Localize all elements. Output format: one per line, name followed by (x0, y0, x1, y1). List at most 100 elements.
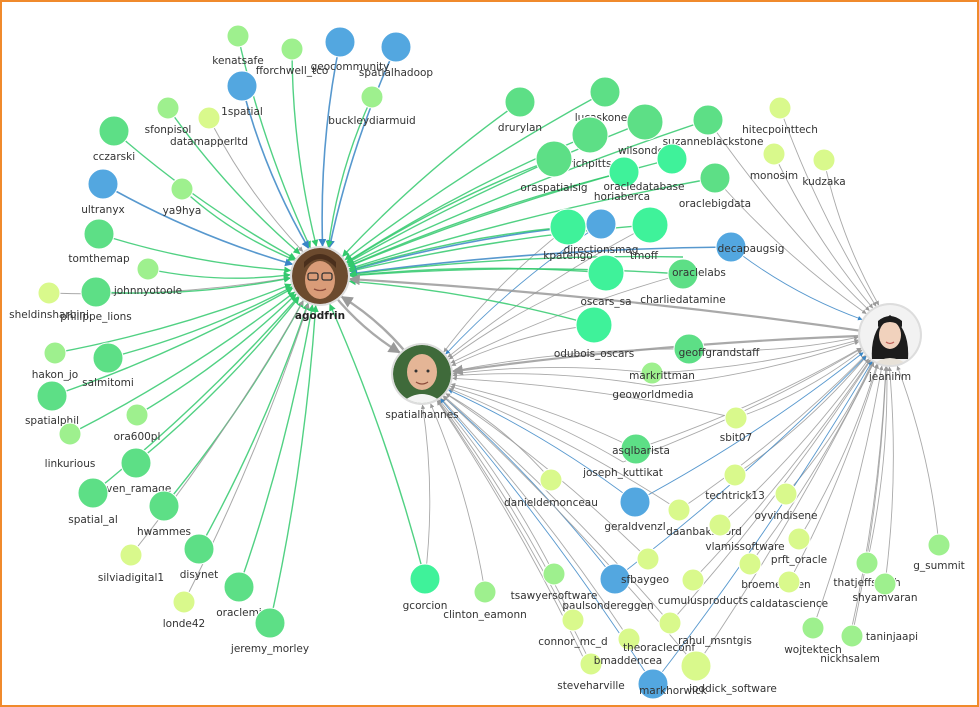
node-spatialphil[interactable] (36, 380, 68, 412)
node-1spatial[interactable] (226, 70, 258, 102)
node-sbit07[interactable] (724, 406, 748, 430)
node-lucaskone[interactable] (589, 76, 621, 108)
node-shyamvaran[interactable] (873, 572, 897, 596)
node-geocommunity[interactable] (324, 26, 356, 58)
edge-1spatial-agodfrin (241, 85, 310, 249)
node-label-sbit07: sbit07 (720, 432, 753, 444)
hub-agodfrin[interactable] (290, 246, 350, 306)
node-jeremy_morley[interactable] (254, 607, 286, 639)
node-hakon_jo[interactable] (43, 341, 67, 365)
edge-asqlbarista-jeanihm (635, 347, 862, 450)
node-odubois_oscars[interactable] (575, 306, 613, 344)
node-fforchwell_tco[interactable] (280, 37, 304, 61)
node-connor_mc_d[interactable] (561, 608, 585, 632)
node-suzanneblackstone[interactable] (692, 104, 724, 136)
node-prft_oracle[interactable] (787, 527, 811, 551)
node-techtrick13[interactable] (723, 463, 747, 487)
node-sheldinsharbini[interactable] (37, 281, 61, 305)
node-rahul_msntgis[interactable] (658, 611, 682, 635)
node-drurylan[interactable] (504, 86, 536, 118)
node-spatialhadoop[interactable] (380, 31, 412, 63)
node-label-geraldvenzl: geraldvenzl (604, 521, 665, 533)
node-horiaberca[interactable] (656, 143, 688, 175)
node-tomthemap[interactable] (83, 218, 115, 250)
node-tmoff[interactable] (631, 206, 669, 244)
node-wojtektech[interactable] (801, 616, 825, 640)
node-salmitomi[interactable] (92, 342, 124, 374)
node-spatial_al[interactable] (77, 477, 109, 509)
node-daanbakboord[interactable] (667, 498, 691, 522)
edge-charliedatamine-spatialhannes (450, 273, 684, 364)
node-wilsonde[interactable] (626, 103, 664, 141)
node-sfbaygeo[interactable] (599, 563, 631, 595)
node-asqlbarista[interactable] (620, 433, 652, 465)
node-cczarski[interactable] (98, 115, 130, 147)
node-label-philippe_lions: philippe_lions (60, 311, 132, 323)
hub-spatialhannes[interactable] (391, 343, 453, 405)
node-kpatengo[interactable] (549, 208, 587, 246)
node-philippe_lions[interactable] (80, 276, 112, 308)
node-g_summit[interactable] (927, 533, 951, 557)
node-paulsondereggen[interactable] (636, 547, 660, 571)
edge-geocommunity-agodfrin (318, 41, 341, 247)
node-theoracleconf[interactable] (617, 627, 641, 651)
edge-buckleydiarmuid-agodfrin (325, 96, 373, 248)
node-danieldemonceau[interactable] (539, 468, 563, 492)
node-taninjaapi[interactable] (840, 624, 864, 648)
node-label-drurylan: drurylan (498, 122, 542, 134)
node-label-markrittman: markrittman (629, 370, 695, 382)
node-directionsmag[interactable] (585, 208, 617, 240)
node-monosim[interactable] (762, 142, 786, 166)
node-linkurious[interactable] (58, 422, 82, 446)
node-tsawyersoftware[interactable] (542, 562, 566, 586)
node-richpitts[interactable] (571, 116, 609, 154)
node-ioddick_software[interactable] (680, 650, 712, 682)
hub-jeanihm[interactable] (858, 303, 922, 367)
node-label-londe42: londe42 (163, 618, 205, 630)
node-oraclemi[interactable] (223, 571, 255, 603)
node-markhorwick[interactable] (637, 668, 669, 700)
node-geraldvenzl[interactable] (619, 486, 651, 518)
node-sven_ramage[interactable] (120, 447, 152, 479)
edge-sfbaygeo-spatialhannes (442, 396, 616, 580)
node-johnnyotoole[interactable] (136, 257, 160, 281)
node-cumulusproducts[interactable] (681, 568, 705, 592)
node-clinton_eamonn[interactable] (473, 580, 497, 604)
node-vlamissoftware[interactable] (708, 513, 732, 537)
node-label-rahul_msntgis: rahul_msntgis (678, 635, 752, 647)
node-gcorcion[interactable] (409, 563, 441, 595)
node-thatjeffsmith[interactable] (855, 551, 879, 575)
node-oscars_sa[interactable] (587, 254, 625, 292)
node-ultranyx[interactable] (87, 168, 119, 200)
node-label-linkurious: linkurious (45, 458, 96, 470)
node-oyvindisene[interactable] (774, 482, 798, 506)
node-decapaugsig[interactable] (715, 231, 747, 263)
node-label-monosim: monosim (750, 170, 798, 182)
node-label-oraclebigdata: oraclebigdata (679, 198, 751, 210)
node-ya9hya[interactable] (170, 177, 194, 201)
node-disynet[interactable] (183, 533, 215, 565)
node-oraspatialsig[interactable] (535, 140, 573, 178)
node-buckleydiarmuid[interactable] (360, 85, 384, 109)
node-markrittman[interactable] (640, 361, 664, 385)
node-label-hitecpointtech: hitecpointtech (742, 124, 818, 136)
node-sfonpisol[interactable] (156, 96, 180, 120)
node-ora600pl[interactable] (125, 403, 149, 427)
edge-spatialphil-agodfrin (51, 287, 294, 397)
node-kudzaka[interactable] (812, 148, 836, 172)
node-geoffgrandstaff[interactable] (673, 333, 705, 365)
node-caldatascience[interactable] (777, 570, 801, 594)
node-oracledatabase[interactable] (608, 156, 640, 188)
node-datamapperltd[interactable] (197, 106, 221, 130)
node-silviadigital1[interactable] (119, 543, 143, 567)
node-oraclebigdata[interactable] (699, 162, 731, 194)
node-londe42[interactable] (172, 590, 196, 614)
node-hitecpointtech[interactable] (768, 96, 792, 120)
node-kenatsafe[interactable] (226, 24, 250, 48)
node-broemersven[interactable] (738, 552, 762, 576)
node-hwammes[interactable] (148, 490, 180, 522)
node-label-wojtektech: wojtektech (784, 644, 842, 656)
node-label-sfbaygeo: sfbaygeo (621, 574, 669, 586)
node-bmaddencea[interactable] (579, 652, 603, 676)
node-charliedatamine[interactable] (667, 258, 699, 290)
